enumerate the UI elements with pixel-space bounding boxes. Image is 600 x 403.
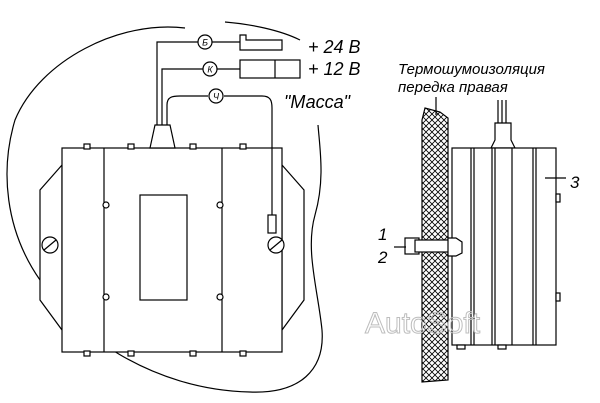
connector-12v	[239, 59, 301, 79]
detail-outline	[6, 26, 323, 393]
callout-3: 3	[570, 173, 580, 192]
insulation-label-1: Термошумоизоляция	[398, 61, 545, 78]
label-12v: + 12 В	[308, 59, 361, 79]
callout-2: 2	[377, 248, 388, 267]
ground-lug	[267, 214, 277, 234]
detail-outline-top	[224, 21, 301, 41]
terminal-k-mark: К	[207, 65, 213, 75]
wires	[156, 41, 277, 234]
center-window	[139, 194, 188, 301]
watermark: AutoSoft	[365, 307, 481, 340]
terminal-marks	[197, 34, 224, 104]
right-flange	[281, 163, 305, 332]
mounting-screw-left	[41, 236, 59, 254]
terminal-ch-mark: Ч	[213, 92, 220, 102]
mounting-screw-right	[267, 236, 285, 254]
connector-24v	[239, 34, 283, 51]
label-24v: + 24 В	[308, 37, 361, 57]
label-ground: "Масса"	[284, 92, 352, 112]
heater-unit-side	[451, 100, 561, 350]
insulation-label-2: передка правая	[398, 79, 508, 96]
callout-1: 1	[378, 225, 387, 244]
front-screws	[83, 143, 247, 357]
cable-gland	[149, 124, 176, 149]
mounting-bolt	[404, 237, 463, 257]
heater-unit-front	[39, 124, 305, 357]
terminal-b-mark: Б	[202, 38, 208, 48]
